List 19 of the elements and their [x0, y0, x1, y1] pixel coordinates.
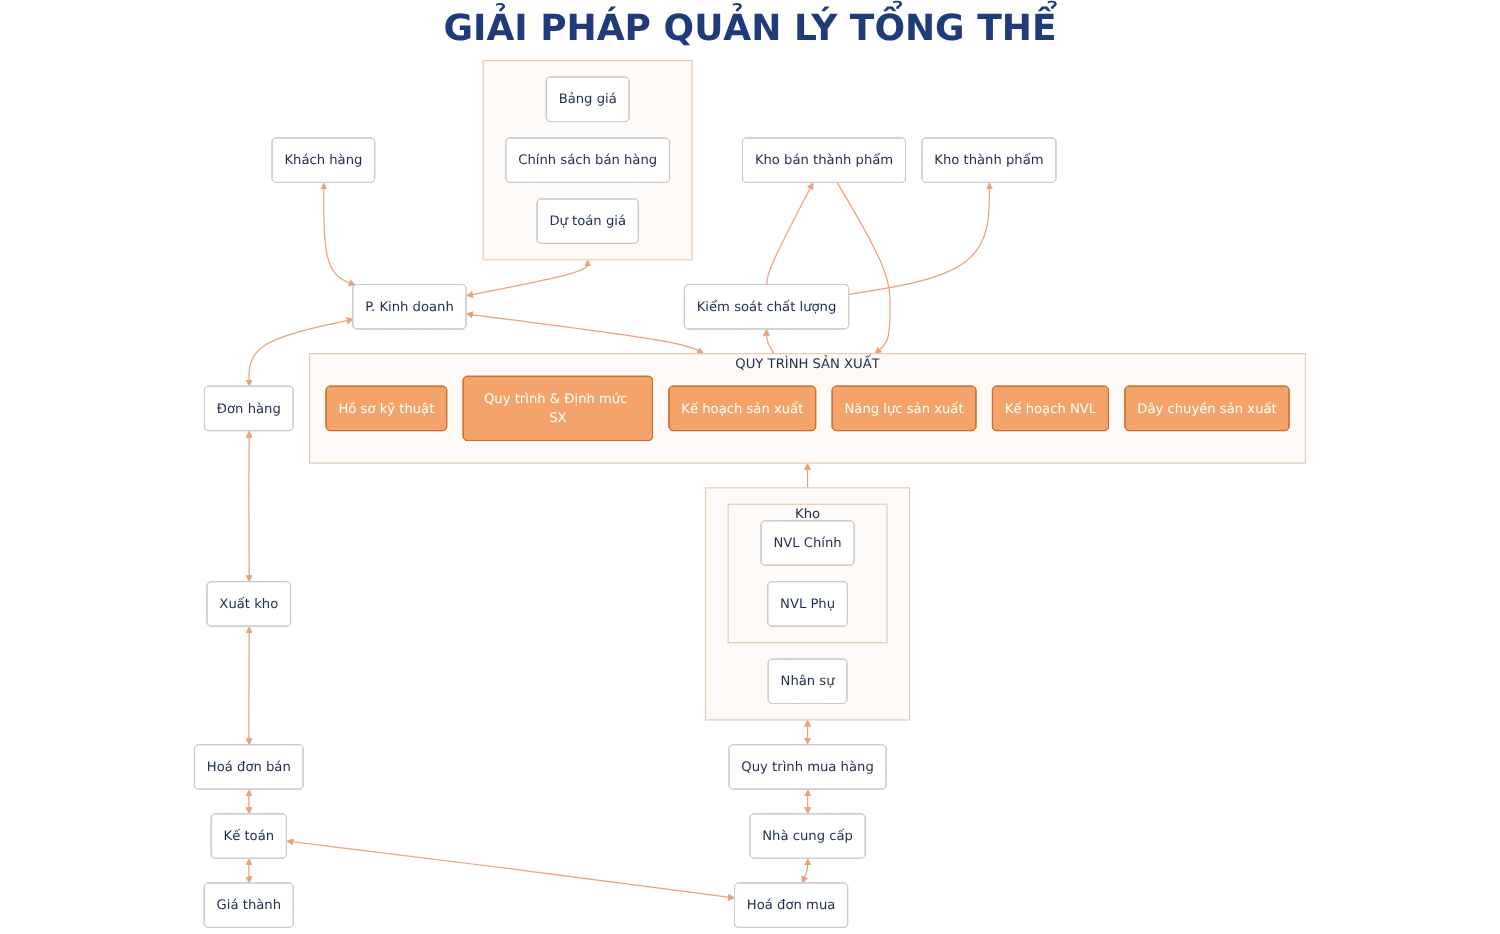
arrow [766, 182, 814, 286]
arrow [245, 317, 354, 387]
arrow [848, 182, 993, 295]
arrow [801, 858, 812, 884]
arrow [836, 181, 891, 354]
arrow [762, 328, 775, 355]
arrow [245, 789, 253, 815]
arrow [320, 182, 356, 287]
cluster [704, 487, 911, 721]
arrow [286, 838, 735, 901]
arrow [803, 719, 812, 745]
arrow [803, 462, 812, 489]
arrow [465, 311, 705, 354]
arrow [804, 789, 812, 815]
arrow [245, 626, 253, 746]
cluster [482, 59, 693, 261]
arrow [466, 259, 592, 298]
arrow [245, 430, 253, 583]
arrow [245, 858, 253, 884]
